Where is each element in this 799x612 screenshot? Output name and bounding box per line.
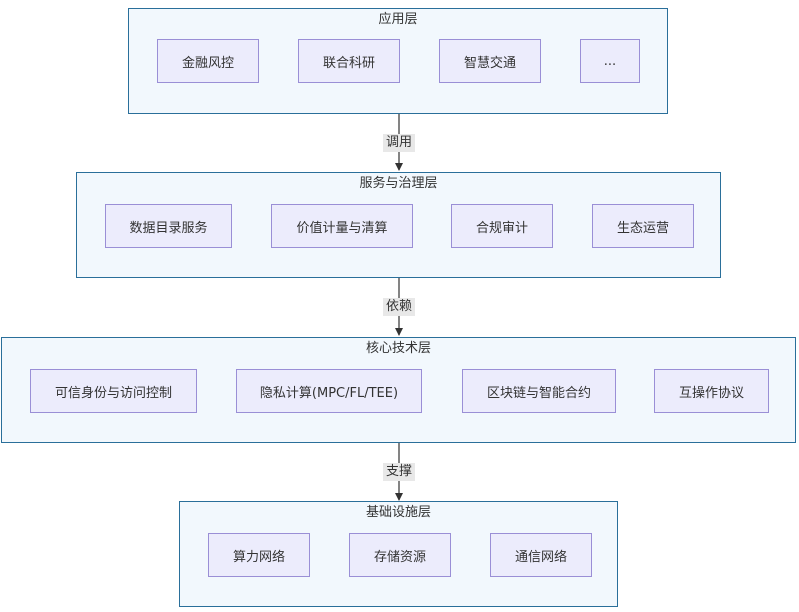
node-blockchain-smart-contract[interactable]: 区块链与智能合约 bbox=[462, 369, 616, 413]
node-smart-transport[interactable]: 智慧交通 bbox=[439, 39, 541, 83]
node-financial-risk-control[interactable]: 金融风控 bbox=[157, 39, 259, 83]
layer-title: 服务与治理层 bbox=[359, 176, 438, 191]
node-interoperability-protocol[interactable]: 互操作协议 bbox=[654, 369, 769, 413]
layer-title: 核心技术层 bbox=[365, 341, 431, 356]
layer-title: 应用层 bbox=[378, 12, 418, 27]
layer-service-governance: 服务与治理层 数据目录服务 价值计量与清算 合规审计 生态运营 bbox=[76, 172, 721, 278]
node-value-metering-settlement[interactable]: 价值计量与清算 bbox=[271, 204, 413, 248]
node-trusted-identity-access-control[interactable]: 可信身份与访问控制 bbox=[30, 369, 197, 413]
node-computing-network[interactable]: 算力网络 bbox=[208, 533, 310, 577]
node-storage-resources[interactable]: 存储资源 bbox=[349, 533, 451, 577]
layer-infrastructure: 基础设施层 算力网络 存储资源 通信网络 bbox=[179, 501, 618, 607]
edge-label-depend: 依赖 bbox=[382, 298, 416, 316]
node-communication-network[interactable]: 通信网络 bbox=[490, 533, 592, 577]
node-more[interactable]: ... bbox=[580, 39, 640, 83]
edge-label-support: 支撑 bbox=[382, 463, 416, 481]
edge-label-invoke: 调用 bbox=[382, 134, 416, 152]
node-joint-research[interactable]: 联合科研 bbox=[298, 39, 400, 83]
node-data-catalog-service[interactable]: 数据目录服务 bbox=[105, 204, 232, 248]
node-compliance-audit[interactable]: 合规审计 bbox=[451, 204, 553, 248]
layer-core-technology: 核心技术层 可信身份与访问控制 隐私计算(MPC/FL/TEE) 区块链与智能合… bbox=[1, 337, 796, 443]
layer-title: 基础设施层 bbox=[365, 505, 431, 520]
node-ecosystem-operation[interactable]: 生态运营 bbox=[592, 204, 694, 248]
node-privacy-computing[interactable]: 隐私计算(MPC/FL/TEE) bbox=[236, 369, 422, 413]
layer-application: 应用层 金融风控 联合科研 智慧交通 ... bbox=[128, 8, 668, 114]
